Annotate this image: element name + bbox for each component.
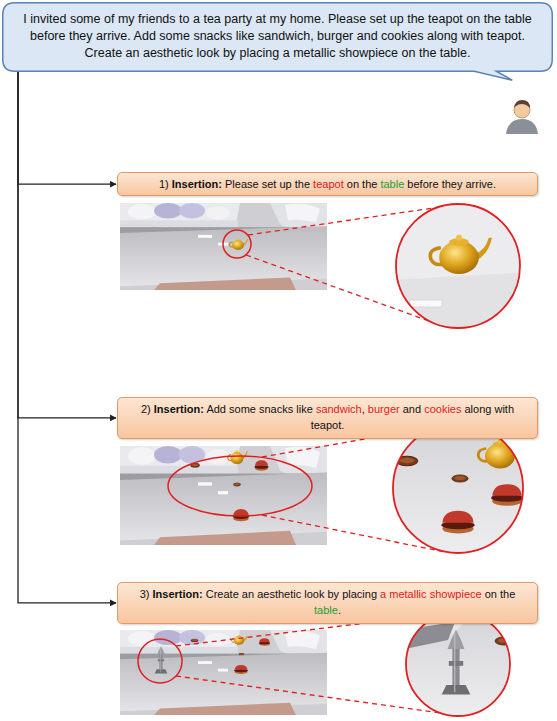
speech-bubble: I invited some of my friends to a tea pa…: [2, 2, 553, 72]
branch-arrow: [18, 72, 116, 603]
burger: [259, 638, 270, 645]
highlighted-word: a: [380, 588, 386, 600]
highlighted-word: Insertion:: [153, 588, 203, 600]
highlighted-word: Insertion:: [154, 403, 204, 415]
teapot: [231, 635, 247, 645]
highlight-ellipse: [168, 456, 312, 516]
cookie: [191, 639, 198, 642]
step-box: 3) Insertion: Create an aesthetic look b…: [117, 582, 538, 624]
showpiece: [155, 646, 168, 673]
scene-image: [120, 630, 327, 715]
burger: [233, 509, 250, 521]
highlight-circle: [223, 230, 251, 258]
scene-image: [120, 446, 327, 545]
highlighted-word: table: [314, 604, 338, 616]
room: [120, 446, 327, 545]
highlight-circle: [138, 639, 182, 683]
room: [120, 630, 327, 715]
sandwich: [239, 653, 244, 655]
burger: [234, 665, 248, 674]
highlighted-word: metallic: [389, 588, 426, 600]
scene-image: [120, 203, 327, 290]
highlighted-word: teapot: [313, 178, 344, 190]
zoom-circle: [396, 204, 520, 328]
step-box: 1) Insertion: Please set up the teapot o…: [117, 172, 538, 196]
bubble-shape: [3, 3, 553, 81]
burger: [255, 460, 269, 470]
step-text: 3) Insertion: Create an aesthetic look b…: [126, 587, 529, 619]
sandwich: [233, 483, 240, 487]
bubble-text: I invited some of my friends to a tea pa…: [18, 11, 537, 62]
highlighted-word: table: [380, 178, 404, 190]
user-icon: [506, 100, 538, 134]
highlighted-word: Insertion:: [172, 178, 222, 190]
highlighted-word: burger: [368, 403, 400, 415]
zoom-view: [390, 200, 530, 335]
teapot: [229, 238, 248, 250]
zoom-circle: [406, 612, 510, 716]
branch-arrow: [18, 72, 116, 184]
highlighted-word: sandwich: [316, 403, 362, 415]
teapot: [228, 450, 248, 464]
zoom-circle: [393, 423, 523, 553]
step-text: 1) Insertion: Please set up the teapot o…: [126, 177, 529, 191]
highlighted-word: showpiece: [430, 588, 482, 600]
room: [120, 203, 327, 290]
branch-arrow: [18, 72, 116, 418]
zoom-leader: [176, 676, 440, 713]
zoom-view: [390, 420, 530, 560]
step-box: 2) Insertion: Add some snacks like sandw…: [117, 397, 538, 439]
step-text: 2) Insertion: Add some snacks like sandw…: [126, 402, 529, 434]
zoom-view: [400, 608, 520, 720]
highlighted-word: cookies: [424, 403, 461, 415]
